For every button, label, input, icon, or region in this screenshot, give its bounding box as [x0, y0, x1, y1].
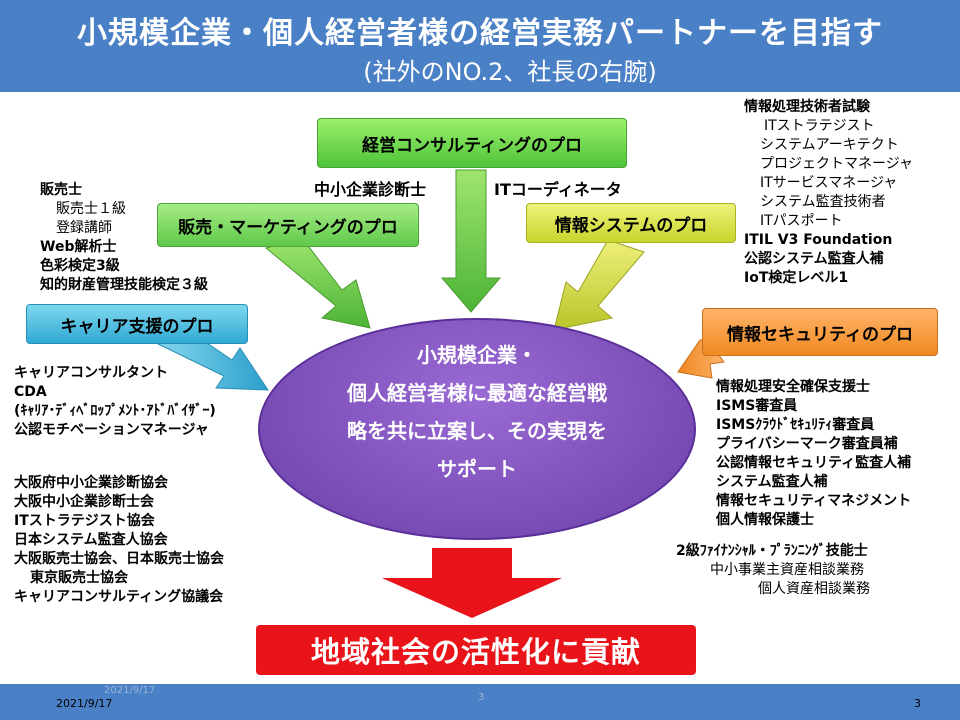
page-subtitle: (社外のNO.2、社長の右腕) — [363, 58, 657, 86]
result-banner: 地域社会の活性化に貢献 — [256, 625, 696, 675]
association-item: 大阪府中小企業診断協会 — [14, 475, 168, 491]
it-extra-item: 公認システム監査人補 — [744, 251, 884, 267]
box-security-label: 情報セキュリティのプロ — [727, 324, 913, 345]
consulting-arrow — [440, 169, 502, 313]
sales-extra: 色彩検定3級 — [40, 258, 120, 274]
label-itc: ITコーディネータ — [494, 180, 622, 199]
center-line: サポート — [437, 457, 517, 481]
center-line: 小規模企業・ — [417, 343, 537, 367]
association-item: ITストラテジスト協会 — [14, 513, 155, 529]
it-exam-title: 情報処理技術者試験 — [744, 99, 870, 115]
association-item: 日本システム監査人協会 — [14, 532, 168, 548]
it-exam-item: システム監査技術者 — [760, 194, 886, 210]
footer-date-ghost: 2021/9/17 — [104, 685, 156, 696]
security-item: 個人情報保護士 — [716, 512, 814, 528]
it-exam-item: ITパスポート — [760, 213, 843, 229]
it-exam-item: システムアーキテクト — [760, 137, 899, 153]
fp-item: 個人資産相談業務 — [758, 581, 870, 597]
security-item: ISMSｸﾗｳﾄﾞｾｷｭﾘﾃｨ審査員 — [716, 417, 875, 433]
label-smec: 中小企業診断士 — [314, 180, 427, 199]
career-quals-list: キャリアコンサルタント CDA (ｷｬﾘｱ･ﾃﾞｨﾍﾞﾛｯﾌﾟﾒﾝﾄ･ｱﾄﾞﾊﾞ… — [14, 364, 216, 440]
box-infosys: 情報システムのプロ — [526, 203, 736, 243]
career-item: キャリアコンサルタント — [14, 365, 168, 381]
career-item: CDA — [14, 384, 47, 400]
it-exam-item: ITサービスマネージャ — [760, 175, 898, 191]
center-ellipse — [258, 318, 696, 540]
box-sales-label: 販売・マーケティングのプロ — [178, 217, 398, 238]
result-arrow — [382, 548, 562, 618]
box-sales: 販売・マーケティングのプロ — [157, 203, 419, 247]
box-career: キャリア支援のプロ — [26, 304, 248, 344]
fp-title: 2級ﾌｧｲﾅﾝｼｬﾙ・ﾌﾟﾗﾝﾆﾝｸﾞ技能士 — [676, 543, 868, 559]
career-item: 公認モチベーションマネージャ — [14, 422, 209, 438]
sales-extra: Web解析士 — [40, 239, 117, 255]
it-exam-item: ITストラテジスト — [764, 118, 875, 134]
it-extra-item: IoT検定レベル1 — [744, 270, 849, 286]
security-item: ISMS審査員 — [716, 398, 798, 414]
security-item: プライバシーマーク審査員補 — [716, 436, 898, 452]
box-security: 情報セキュリティのプロ — [702, 308, 938, 356]
security-item: 公認情報セキュリティ監査人補 — [716, 455, 912, 471]
sales-arrow — [264, 237, 371, 329]
sales-quals-list: 販売士 販売士１級 登録講師 Web解析士 色彩検定3級 知的財産管理技能検定３… — [40, 181, 208, 295]
sales-item: 販売士１級 — [56, 201, 126, 217]
association-item: キャリアコンサルティング協議会 — [14, 589, 224, 605]
center-line: 略を共に立案し、その実現を — [347, 419, 607, 443]
infosys-arrow — [553, 239, 645, 331]
footer-page-number: 3 — [914, 697, 921, 710]
title-bar — [0, 0, 960, 92]
fp-item: 中小事業主資産相談業務 — [710, 562, 864, 578]
sales-item: 登録講師 — [56, 220, 112, 236]
associations-list: 大阪府中小企業診断協会 大阪中小企業診断士会 ITストラテジスト協会 日本システ… — [14, 474, 224, 607]
sales-extra: 知的財産管理技能検定３級 — [40, 277, 208, 293]
box-consulting: 経営コンサルティングのプロ — [317, 118, 627, 168]
security-quals-list: 情報処理安全確保支援士 ISMS審査員 ISMSｸﾗｳﾄﾞｾｷｭﾘﾃｨ審査員 プ… — [716, 378, 911, 530]
it-exam-item: プロジェクトマネージャ — [760, 156, 914, 172]
footer-date: 2021/9/17 — [56, 697, 113, 710]
security-item: 情報処理安全確保支援士 — [716, 379, 870, 395]
footer-bar — [0, 684, 960, 720]
it-exam-list: 情報処理技術者試験 ITストラテジスト システムアーキテクト プロジェクトマネー… — [744, 98, 913, 288]
center-text: 小規模企業・ 個人経営者様に最適な経営戦 略を共に立案し、その実現を サポート — [300, 336, 654, 488]
association-item: 東京販売士協会 — [30, 570, 128, 586]
box-infosys-label: 情報システムのプロ — [554, 215, 708, 236]
career-item: (ｷｬﾘｱ･ﾃﾞｨﾍﾞﾛｯﾌﾟﾒﾝﾄ･ｱﾄﾞﾊﾞｲｻﾞｰ) — [14, 403, 216, 419]
fp-quals-list: 2級ﾌｧｲﾅﾝｼｬﾙ・ﾌﾟﾗﾝﾆﾝｸﾞ技能士 中小事業主資産相談業務 個人資産相… — [676, 542, 870, 599]
association-item: 大阪販売士協会、日本販売士協会 — [14, 551, 224, 567]
security-item: 情報セキュリティマネジメント — [716, 493, 912, 509]
security-item: システム監査人補 — [716, 474, 828, 490]
page-title: 小規模企業・個人経営者様の経営実務パートナーを目指す — [77, 16, 883, 51]
center-line: 個人経営者様に最適な経営戦 — [347, 381, 607, 405]
box-consulting-label: 経営コンサルティングのプロ — [362, 135, 582, 156]
sales-title: 販売士 — [40, 182, 82, 198]
it-extra-item: ITIL V3 Foundation — [744, 232, 893, 248]
association-item: 大阪中小企業診断士会 — [14, 494, 154, 510]
footer-center-number: 3 — [478, 692, 485, 703]
box-career-label: キャリア支援のプロ — [60, 316, 214, 337]
